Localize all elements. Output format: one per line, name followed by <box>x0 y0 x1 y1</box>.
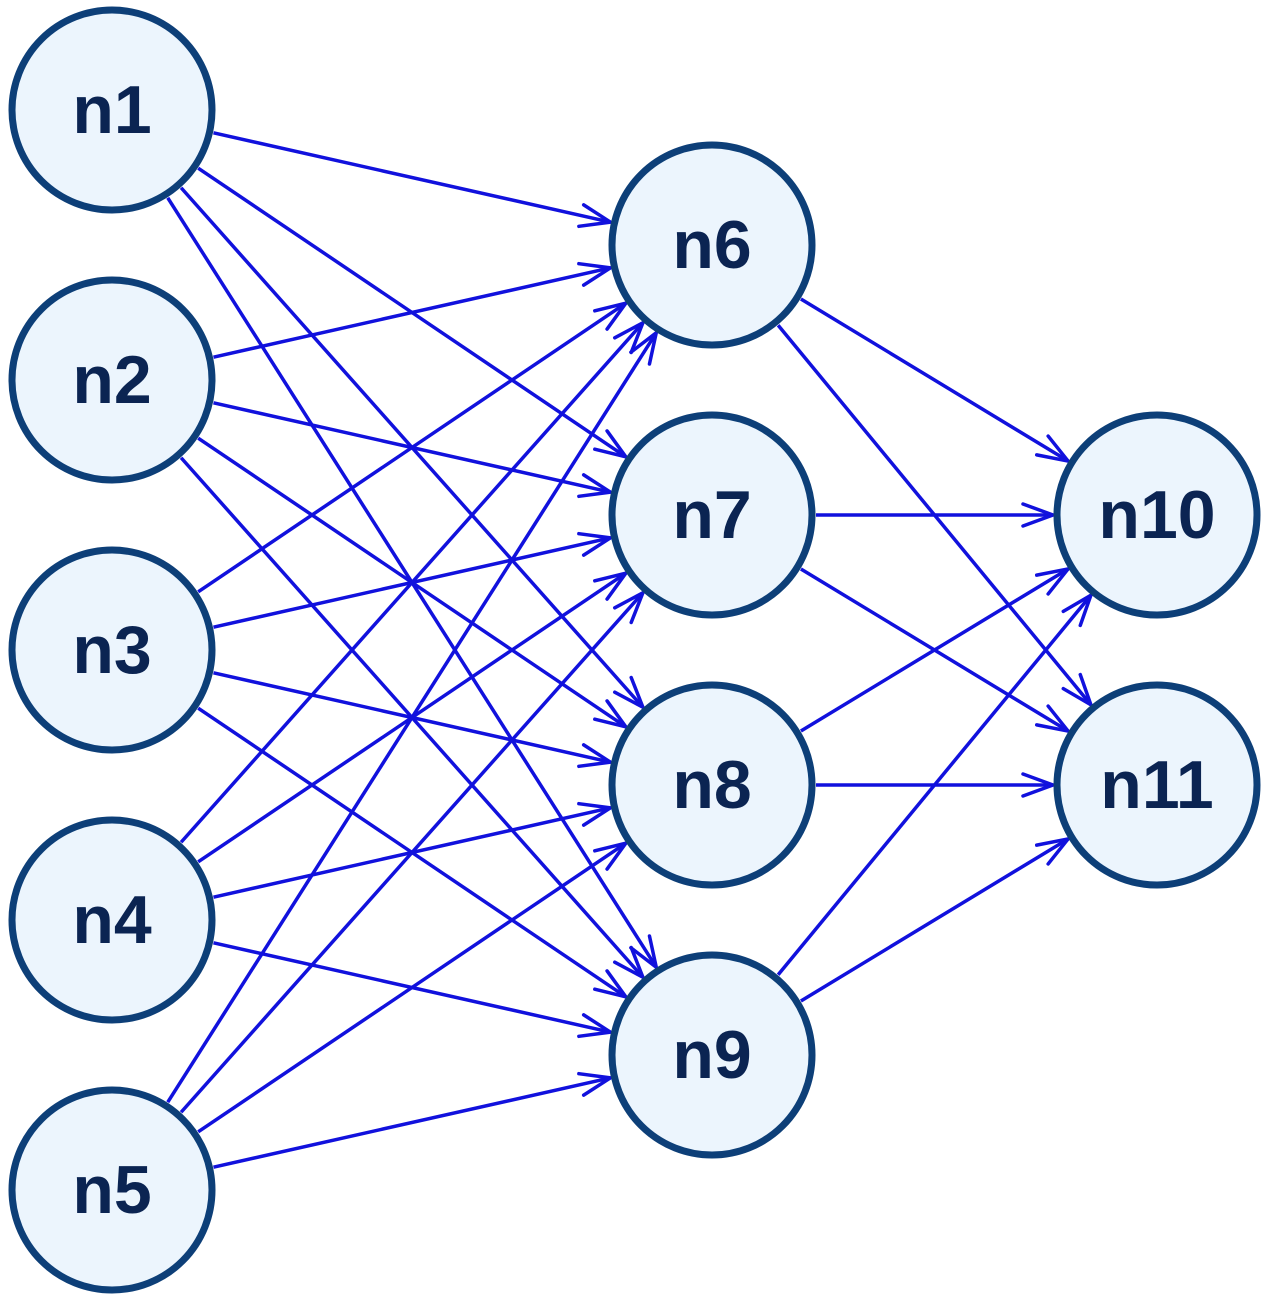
edge-line <box>800 297 1069 463</box>
node-n2-circle <box>8 276 216 484</box>
arrowhead-icon <box>577 473 613 499</box>
edge-n5-n7 <box>179 590 645 1114</box>
node-n11: n11 <box>1053 681 1261 889</box>
arrowhead-icon <box>577 1071 613 1097</box>
node-n3-circle <box>8 546 216 754</box>
edge-n9-n10 <box>776 593 1093 976</box>
edge-line <box>179 591 645 1114</box>
edges-layer <box>166 131 1093 1169</box>
arrowhead-icon <box>1034 567 1070 596</box>
node-n10-circle <box>1053 411 1261 619</box>
edge-n5-n9 <box>213 1071 613 1169</box>
node-n4: n4 <box>8 816 216 1024</box>
node-n9-label: n9 <box>672 1017 751 1093</box>
node-n9: n9 <box>608 951 816 1159</box>
node-n7: n7 <box>608 411 816 619</box>
edge-line <box>213 131 611 224</box>
arrowhead-icon <box>1061 672 1093 707</box>
node-n1-label: n1 <box>72 72 151 148</box>
arrowhead-icon <box>577 1013 613 1039</box>
node-n8: n8 <box>608 681 816 889</box>
node-n8-label: n8 <box>672 747 751 823</box>
arrowhead-icon <box>613 590 645 625</box>
edge-n9-n11 <box>800 837 1070 1003</box>
arrowhead-icon <box>629 934 659 969</box>
node-n5: n5 <box>8 1086 216 1294</box>
node-n1-circle <box>8 6 216 214</box>
node-n6-label: n6 <box>672 207 751 283</box>
arrowhead-icon <box>593 969 628 999</box>
node-n9-circle <box>608 951 816 1159</box>
arrowhead-icon <box>593 571 628 601</box>
edge-line <box>179 321 645 844</box>
arrowhead-icon <box>593 429 628 459</box>
edge-n5-n8 <box>197 841 628 1134</box>
edge-n5-n6 <box>166 331 659 1104</box>
edge-n6-n10 <box>800 297 1070 463</box>
arrowhead-icon <box>577 801 613 827</box>
edge-line <box>166 331 658 1104</box>
node-n10: n10 <box>1053 411 1261 619</box>
arrowhead-icon <box>613 320 645 355</box>
edge-line <box>213 1076 611 1169</box>
node-n7-label: n7 <box>672 477 751 553</box>
node-n3-label: n3 <box>72 612 151 688</box>
arrowhead-icon <box>1034 837 1070 866</box>
node-n6: n6 <box>608 141 816 349</box>
node-n3: n3 <box>8 546 216 754</box>
node-n2-label: n2 <box>72 342 151 418</box>
edge-line <box>800 567 1069 733</box>
node-n1: n1 <box>8 6 216 214</box>
arrowhead-icon <box>577 743 613 769</box>
edge-n4-n6 <box>179 320 645 844</box>
edge-n8-n10 <box>800 567 1070 733</box>
arrowhead-icon <box>1021 502 1055 528</box>
arrowhead-icon <box>1061 593 1093 628</box>
edge-n1-n6 <box>213 131 613 229</box>
node-n10-label: n10 <box>1098 477 1215 553</box>
node-n6-circle <box>608 141 816 349</box>
edge-line <box>800 837 1069 1003</box>
arrowhead-icon <box>613 675 645 710</box>
node-n5-label: n5 <box>72 1152 151 1228</box>
arrowhead-icon <box>577 531 613 557</box>
edge-n2-n6 <box>213 261 613 359</box>
arrowhead-icon <box>593 699 628 729</box>
node-n4-label: n4 <box>72 882 152 958</box>
arrowhead-icon <box>593 841 628 871</box>
node-n8-circle <box>608 681 816 889</box>
node-n7-circle <box>608 411 816 619</box>
arrowhead-icon <box>1034 434 1070 463</box>
arrowhead-icon <box>577 261 613 287</box>
nodes-layer: n1 n2 n3 n4 n5 n6 n7 n8 n9 n10 n11 <box>8 6 1261 1294</box>
arrowhead-icon <box>593 301 628 331</box>
arrowhead-icon <box>613 945 645 980</box>
edge-n3-n6 <box>197 301 628 594</box>
edge-line <box>776 594 1093 976</box>
arrowhead-icon <box>1034 704 1070 733</box>
edge-line <box>197 841 627 1134</box>
node-n11-circle <box>1053 681 1261 889</box>
node-n11-label: n11 <box>1100 747 1213 823</box>
edge-n7-n10 <box>816 502 1055 528</box>
node-n5-circle <box>8 1086 216 1294</box>
arrowhead-icon <box>629 331 659 366</box>
arrowhead-icon <box>1021 772 1055 798</box>
node-n4-circle <box>8 816 216 1024</box>
arrowhead-icon <box>577 203 613 229</box>
edge-line <box>197 301 627 594</box>
node-n2: n2 <box>8 276 216 484</box>
edge-line <box>213 266 611 359</box>
